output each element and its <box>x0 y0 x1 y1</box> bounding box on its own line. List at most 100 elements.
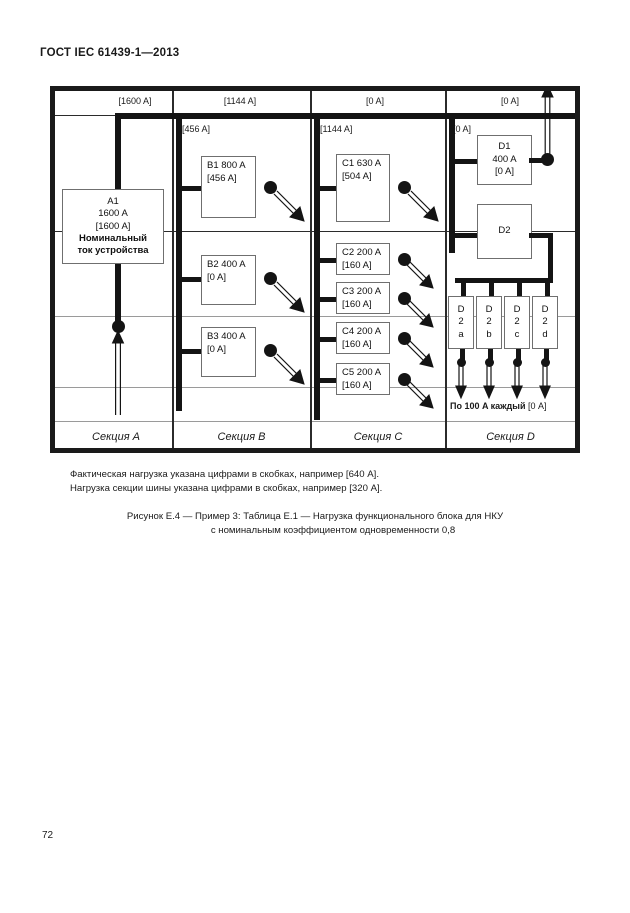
stem-d2c <box>515 349 521 360</box>
node-dot-b1-outgoing <box>264 181 277 194</box>
block-d2d: D 2 d <box>532 296 558 349</box>
block-d2b-char1: D <box>485 303 493 315</box>
block-c4-line1: C4 200 A <box>342 326 382 337</box>
block-c2-line2: [160 A] <box>342 259 372 271</box>
outgoing-arrow-c5 <box>406 381 434 409</box>
block-c2: C2 200 A [160 A] <box>336 243 390 275</box>
figure-caption: Рисунок Е.4 — Пример 3: Таблица Е.1 — На… <box>50 510 580 538</box>
section-caption-c: Секция C <box>353 431 403 443</box>
block-c5-line2: [160 A] <box>342 379 372 391</box>
block-b2: B2 400 A [0 A] <box>201 255 256 305</box>
tap-bus-b3 <box>176 349 204 354</box>
block-d1-line2: 400 A <box>492 153 517 165</box>
outgoing-arrow-b3 <box>273 353 305 385</box>
label-each-100a: По 100 A каждый [0 A] <box>450 401 547 411</box>
outgoing-arrow-d2d <box>539 366 551 400</box>
label-each-100a-rest: [0 A] <box>525 401 547 411</box>
block-d2: D2 <box>477 204 532 259</box>
outgoing-arrow-d2b <box>483 366 495 400</box>
d2-feed-right <box>529 233 553 238</box>
stem-d2d <box>543 349 549 360</box>
block-a1-line3: [1600 A] <box>95 220 131 232</box>
block-c5-line1: C5 200 A <box>342 367 382 378</box>
block-d2d-char2: 2 <box>542 316 548 328</box>
outgoing-arrow-c3 <box>406 300 434 328</box>
column-separator-c-d <box>445 91 447 448</box>
block-b1-line2: [456 A] <box>207 172 237 184</box>
bus-label-second-section-d: [0 A] <box>453 124 472 134</box>
block-d2a-char3: a <box>458 328 464 340</box>
node-dot-c3-outgoing <box>398 292 411 305</box>
block-d2b-char2: 2 <box>486 316 492 328</box>
incoming-supply-arrow-a <box>111 329 125 415</box>
block-d1-line3: [0 A] <box>494 166 514 178</box>
block-d1-line1: D1 <box>498 141 511 153</box>
tap-bus-c1 <box>314 186 339 191</box>
section-caption-b: Секция B <box>217 431 266 443</box>
node-dot-d1-outgoing <box>541 153 554 166</box>
block-b3-line1: B3 400 A <box>207 331 246 342</box>
block-a1-line1: A1 <box>107 195 119 207</box>
block-a1-line2: 1600 A <box>98 208 128 220</box>
node-dot-d2a <box>457 358 466 367</box>
outgoing-arrow-c1 <box>407 190 439 222</box>
block-b3: B3 400 A [0 A] <box>201 327 256 377</box>
figure-inner: [1600 A] [1144 A] [0 A] [0 A] [456 A] [1… <box>55 91 575 448</box>
bus-label-top-section-b: [1144 A] <box>223 96 257 106</box>
tap-bus-d2 <box>449 233 479 238</box>
block-a1-note-line1: Номинальный <box>79 233 147 245</box>
block-d2a-char1: D <box>457 303 465 315</box>
block-b1-line1: B1 800 A <box>207 160 246 171</box>
tap-bus-d1 <box>449 159 479 164</box>
outgoing-arrow-d1-up <box>541 91 554 155</box>
block-d1: D1 400 A [0 A] <box>477 135 532 185</box>
bus-label-second-section-b: [456 A] <box>182 124 211 134</box>
node-dot-c4-outgoing <box>398 332 411 345</box>
bus-label-top-section-c: [0 A] <box>365 96 384 106</box>
outgoing-arrow-c2 <box>406 261 434 289</box>
tap-bus-d1-out <box>529 158 545 163</box>
bus-label-second-section-c: [1144 A] <box>320 124 353 134</box>
bus-label-top-section-d: [0 A] <box>500 96 519 106</box>
block-d2c-char3: c <box>514 328 520 340</box>
block-d2b-char3: b <box>486 328 492 340</box>
tap-bus-c4 <box>314 337 339 342</box>
block-c4: C4 200 A [160 A] <box>336 322 390 354</box>
node-dot-b3-outgoing <box>264 344 277 357</box>
block-b1: B1 800 A [456 A] <box>201 156 256 218</box>
block-c3: C3 200 A [160 A] <box>336 282 390 314</box>
stem-d2a <box>459 349 465 360</box>
page-number: 72 <box>42 830 54 841</box>
block-a1: A1 1600 A [1600 A] Номинальный ток устро… <box>62 189 164 264</box>
document-header: ГОСТ IEC 61439-1—2013 <box>40 47 180 59</box>
section-caption-d: Секция D <box>486 431 535 443</box>
figure-caption-line1: Рисунок Е.4 — Пример 3: Таблица Е.1 — На… <box>126 511 504 522</box>
d2-distribution-header <box>455 278 553 283</box>
block-c1: C1 630 A [504 A] <box>336 154 390 222</box>
block-d2c-char2: 2 <box>514 316 520 328</box>
node-dot-d2d <box>541 358 550 367</box>
dropper-d2c <box>517 278 522 298</box>
section-caption-a: Секция A <box>92 431 140 443</box>
figure-note-line1: Фактическая нагрузка указана цифрами в с… <box>70 469 379 480</box>
rule-section-caption <box>55 421 575 422</box>
block-b3-line2: [0 A] <box>207 343 227 355</box>
block-c3-line2: [160 A] <box>342 298 372 310</box>
figure-e4-diagram: [1600 A] [1144 A] [0 A] [0 A] [456 A] [1… <box>50 86 580 453</box>
node-dot-d2c <box>513 358 522 367</box>
block-d2c-char1: D <box>513 303 521 315</box>
tap-bus-b2 <box>176 277 204 282</box>
block-d2-label: D2 <box>498 225 511 237</box>
outgoing-arrow-d2a <box>455 366 467 400</box>
block-d2d-char3: d <box>542 328 548 340</box>
node-dot-c2-outgoing <box>398 253 411 266</box>
block-c5: C5 200 A [160 A] <box>336 363 390 395</box>
stem-d2b <box>487 349 493 360</box>
figure-caption-line2: с номинальным коэффициентом одновременно… <box>210 525 456 536</box>
block-d2a-char2: 2 <box>458 316 464 328</box>
section-b-riser <box>176 113 182 411</box>
section-d-riser <box>449 113 455 253</box>
block-d2c: D 2 c <box>504 296 530 349</box>
node-dot-c1-outgoing <box>398 181 411 194</box>
